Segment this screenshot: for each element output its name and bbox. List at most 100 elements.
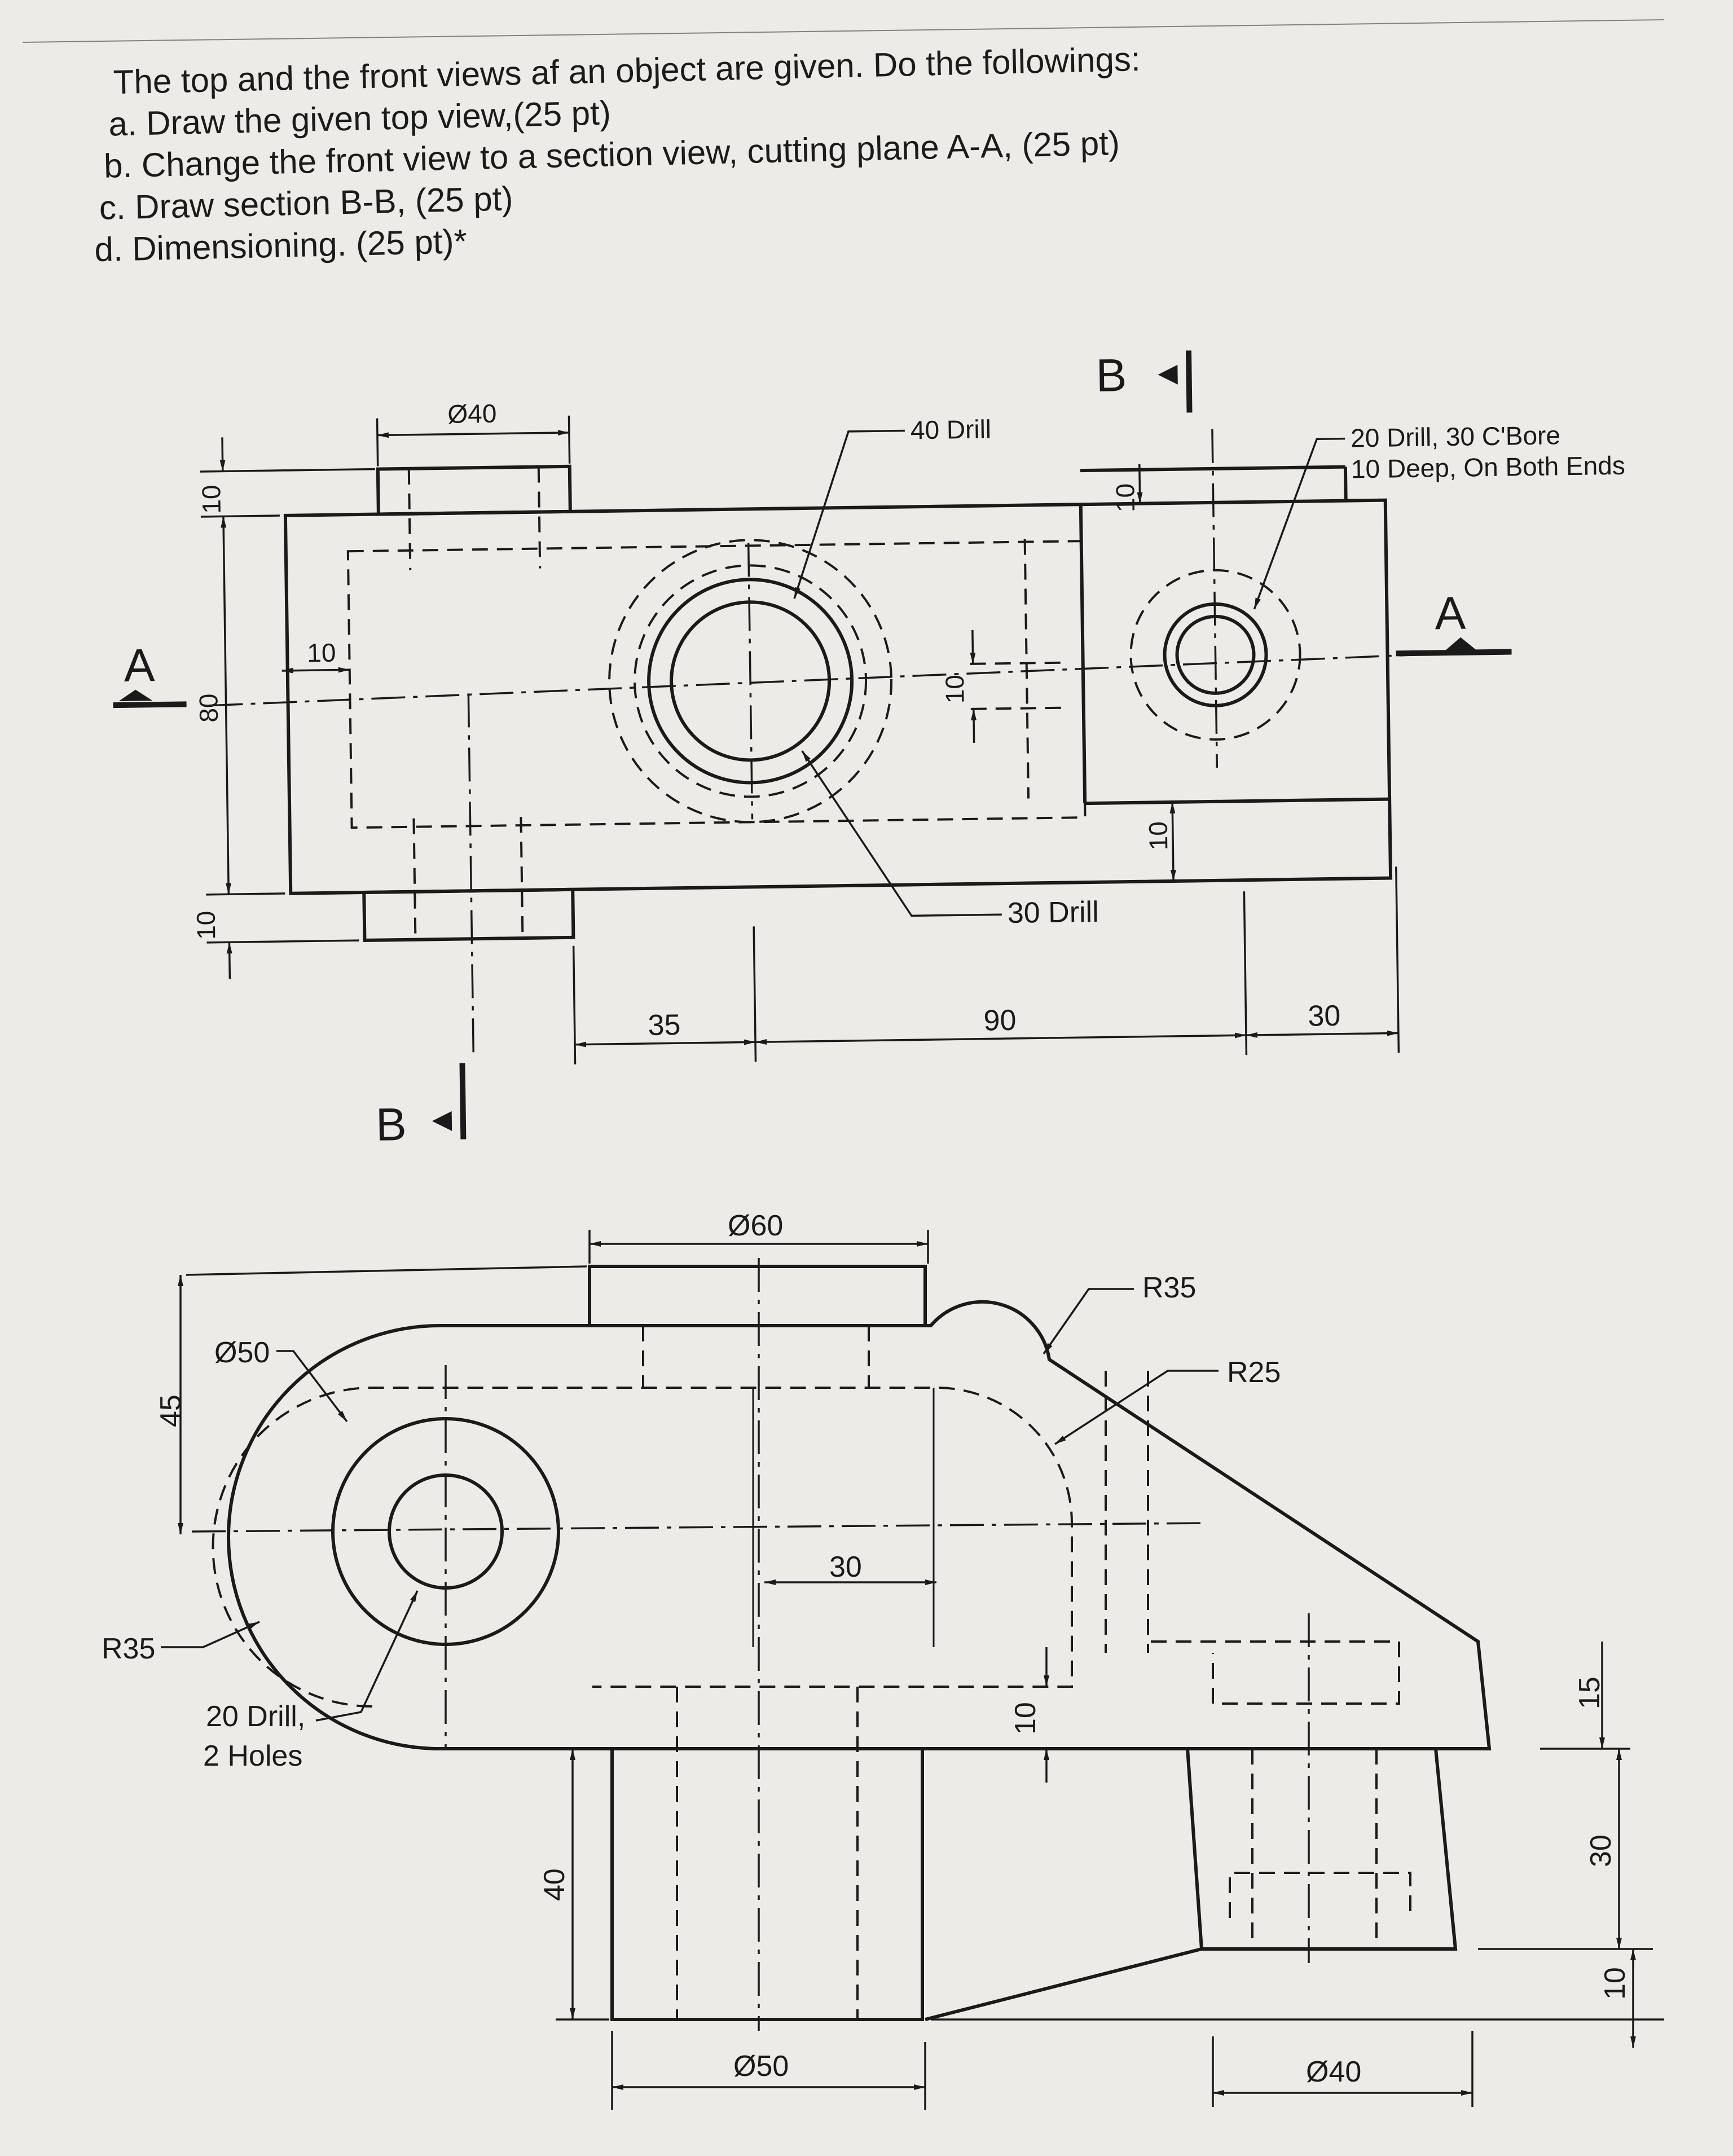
dim-line-35 — [575, 1039, 756, 1048]
dim-90: 90 — [983, 1004, 1017, 1037]
leader-r35-top — [1043, 1288, 1134, 1354]
top-boss-front — [362, 887, 575, 943]
dim-10-bot: 10 — [191, 910, 221, 940]
leader-holes — [315, 1590, 419, 1722]
top-view-hidden-vert — [1023, 539, 1030, 799]
section-mark-b-top: B — [1096, 350, 1127, 402]
arrow-icon — [1158, 364, 1178, 385]
note-holes-1: 20 Drill, — [206, 1700, 305, 1733]
dim-10-inner: 10 — [307, 638, 336, 668]
dim-10-front: 10 — [1009, 1702, 1042, 1735]
ext-line — [206, 892, 285, 896]
ext-line — [572, 945, 577, 1064]
dim-d40-top: Ø40 — [447, 399, 497, 429]
section-mark-b-bottom: B — [375, 1099, 407, 1151]
sheet-top-border — [22, 19, 1665, 43]
dim-10-right: 10 — [1599, 1967, 1631, 2000]
dim-line-80 — [221, 516, 231, 895]
dim-line-10-bot — [226, 942, 232, 979]
top-view-centerline-hole — [747, 543, 754, 820]
dim-line-d40 — [377, 430, 569, 438]
top-view-hidden-boss-3 — [412, 818, 417, 940]
dim-line-90 — [755, 1032, 1246, 1045]
top-view-hidden-boss-1 — [407, 468, 412, 570]
ext-line — [200, 514, 280, 518]
section-mark-a-left: A — [124, 640, 155, 692]
top-view-hidden-boss-4 — [520, 817, 524, 939]
dim-30-front: 30 — [829, 1551, 862, 1583]
ext-line — [1395, 866, 1400, 1053]
leader-40-drill — [793, 429, 905, 599]
top-view-step-bottom — [1085, 797, 1390, 806]
dim-10-right-bot: 10 — [1143, 821, 1173, 851]
cutting-plane-b-top — [1185, 350, 1193, 413]
ext-line — [753, 926, 757, 1062]
top-view-hidden-slot-top — [970, 661, 1061, 665]
arrow-icon — [1444, 637, 1478, 652]
arrow-icon — [118, 689, 153, 702]
leader-cbore — [1253, 437, 1345, 610]
top-view-centerline-boss — [467, 693, 475, 1055]
top-view-centerline-horizontal — [209, 649, 1512, 707]
front-bottom-boss-left — [610, 1747, 924, 2021]
top-view-hidden-boss-2 — [537, 467, 542, 569]
section-mark-a-right: A — [1435, 588, 1466, 640]
dim-d40-boss: Ø40 — [1306, 2056, 1361, 2088]
front-top-boss — [588, 1265, 927, 1327]
top-view-hidden-cavity — [346, 540, 1087, 829]
cutting-plane-a-right — [1396, 649, 1512, 657]
arrow-icon — [432, 1111, 452, 1131]
dim-line-10-inner — [281, 667, 350, 674]
dim-r35-left: R35 — [102, 1633, 155, 1665]
top-view-hidden-30-circle — [634, 564, 868, 798]
dim-80: 80 — [193, 693, 223, 723]
front-bottom-boss-right — [1186, 1748, 1458, 1951]
front-bottom-web — [925, 1947, 1202, 2021]
top-view-right-rise — [1343, 467, 1348, 501]
top-view-right-top — [1080, 465, 1345, 473]
top-view-base-outline — [283, 498, 1393, 895]
ext-line — [206, 939, 359, 944]
dim-10-right-top: 10 — [1110, 483, 1140, 513]
leader-d50 — [276, 1350, 348, 1423]
dim-10-slot: 10 — [940, 675, 970, 704]
top-view-hidden-slot-bot — [970, 706, 1061, 710]
front-hidden-cbore-2 — [1229, 1872, 1411, 1918]
ext-line — [376, 418, 379, 467]
dim-d60: Ø60 — [728, 1209, 783, 1242]
leader-r35-left — [161, 1621, 260, 1648]
dim-line-right-bot — [1169, 802, 1176, 881]
note-cbore-2: 10 Deep, On Both Ends — [1351, 451, 1626, 484]
note-holes-2: 2 Holes — [203, 1740, 302, 1772]
top-view-hidden-boss-circle — [608, 539, 893, 824]
dim-d50-circle: Ø50 — [214, 1336, 270, 1369]
top-boss-back — [376, 464, 572, 516]
dim-45: 45 — [155, 1394, 187, 1427]
note-30-drill: 30 Drill — [1007, 896, 1099, 930]
note-cbore-1: 20 Drill, 30 C'Bore — [1351, 420, 1561, 452]
dim-35: 35 — [648, 1009, 681, 1042]
dim-r35-top: R35 — [1142, 1271, 1196, 1304]
top-view-centerline-cbore — [1211, 429, 1219, 768]
dim-40-front: 40 — [538, 1868, 571, 1901]
leader-30-drill — [801, 750, 1002, 917]
dim-r25: R25 — [1227, 1356, 1281, 1389]
ext-line — [186, 1265, 587, 1276]
note-40-drill: 40 Drill — [911, 414, 992, 445]
leader-r25 — [1054, 1370, 1219, 1445]
dim-d50-boss: Ø50 — [733, 2050, 789, 2083]
dim-line-30 — [1246, 1030, 1398, 1038]
front-view: Ø60 45 Ø50 R35 20 Drill, 2 Holes R35 R25… — [102, 1209, 1664, 2110]
dim-30: 30 — [1308, 1000, 1341, 1033]
ext-line — [200, 468, 375, 473]
front-hidden-cbore — [1151, 1640, 1400, 1705]
front-view-centerline-horizontal — [191, 1522, 1208, 1533]
dim-30-right: 30 — [1585, 1834, 1617, 1867]
cutting-plane-b-bottom — [459, 1063, 467, 1139]
front-view-body-outline — [227, 1300, 1492, 1750]
top-view: A A B B Ø40 10 80 10 — [113, 350, 1626, 1151]
cutting-plane-a-left — [113, 701, 187, 709]
ext-line — [1243, 891, 1248, 1055]
dim-10-top: 10 — [196, 485, 226, 514]
